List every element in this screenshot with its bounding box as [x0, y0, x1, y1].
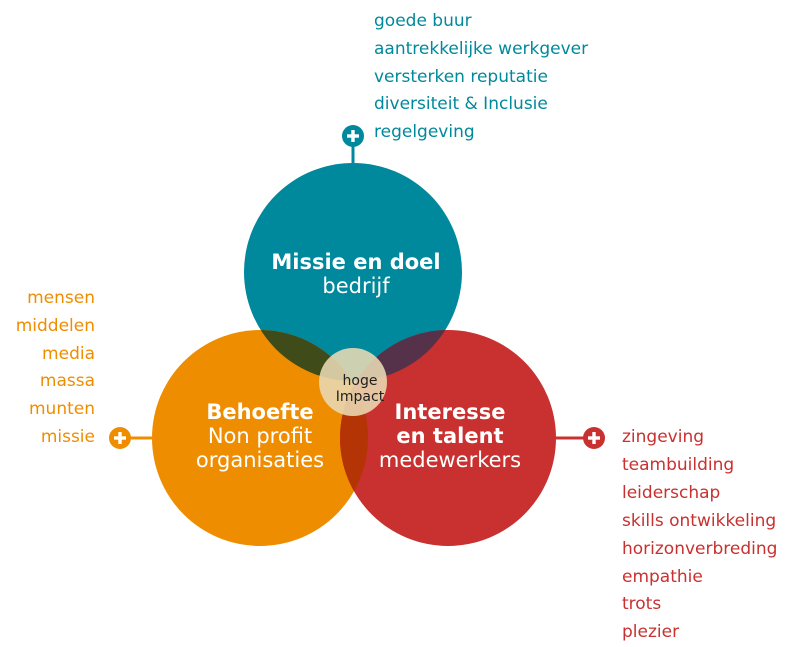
- list-behoefte-items: mensen middelen media massa munten missi…: [16, 285, 95, 452]
- label-hoge-impact: hoge Impact: [320, 373, 400, 405]
- plus-circle-icon[interactable]: [342, 125, 364, 147]
- label-behoefte-regular-1: Non profit: [207, 424, 313, 448]
- list-item: missie: [40, 426, 95, 447]
- list-item: massa: [39, 371, 95, 392]
- label-missie: Missie en doel bedrijf: [252, 250, 460, 298]
- plus-circle-icon[interactable]: [583, 427, 605, 449]
- list-item: skills ontwikkeling: [622, 510, 777, 531]
- label-behoefte-bold: Behoefte: [206, 400, 314, 424]
- list-item: media: [42, 343, 95, 364]
- list-item: horizonverbreding: [622, 538, 778, 559]
- circle-interesse: [340, 330, 556, 546]
- list-item: munten: [28, 399, 95, 420]
- list-item: middelen: [15, 315, 95, 336]
- label-impact: Impact: [335, 389, 385, 405]
- label-interesse-regular: medewerkers: [378, 448, 522, 472]
- label-hoge: hoge: [342, 373, 378, 389]
- label-behoefte-regular-2: organisaties: [195, 448, 325, 472]
- list-item: versterken reputatie: [374, 66, 548, 87]
- list-item: empathie: [622, 566, 703, 587]
- list-item: regelgeving: [374, 122, 475, 143]
- list-interesse-items: zingeving teambuilding leiderschap skill…: [622, 424, 777, 647]
- list-item: aantrekkelijke werkgever: [374, 38, 589, 59]
- list-item: teambuilding: [622, 454, 735, 475]
- list-item: goede buur: [374, 11, 472, 31]
- list-item: diversiteit & Inclusie: [374, 94, 548, 115]
- list-item: trots: [622, 594, 662, 615]
- plus-circle-icon[interactable]: [109, 427, 131, 449]
- list-item: mensen: [27, 288, 95, 308]
- center-impact-circle: [319, 348, 387, 416]
- label-interesse: Interesse en talent medewerkers: [360, 400, 540, 472]
- label-missie-regular: bedrijf: [322, 274, 390, 298]
- label-interesse-bold-1: Interesse: [394, 400, 506, 424]
- label-behoefte: Behoefte Non profit organisaties: [160, 400, 360, 472]
- list-item: zingeving: [622, 427, 705, 447]
- list-missie-items: goede buur aantrekkelijke werkgever vers…: [374, 8, 588, 147]
- circle-missie: [244, 163, 462, 381]
- label-missie-bold: Missie en doel: [271, 250, 441, 274]
- list-item: leiderschap: [622, 482, 721, 503]
- label-interesse-bold-2: en talent: [396, 424, 504, 448]
- circle-behoefte: [152, 330, 368, 546]
- list-item: plezier: [622, 622, 680, 643]
